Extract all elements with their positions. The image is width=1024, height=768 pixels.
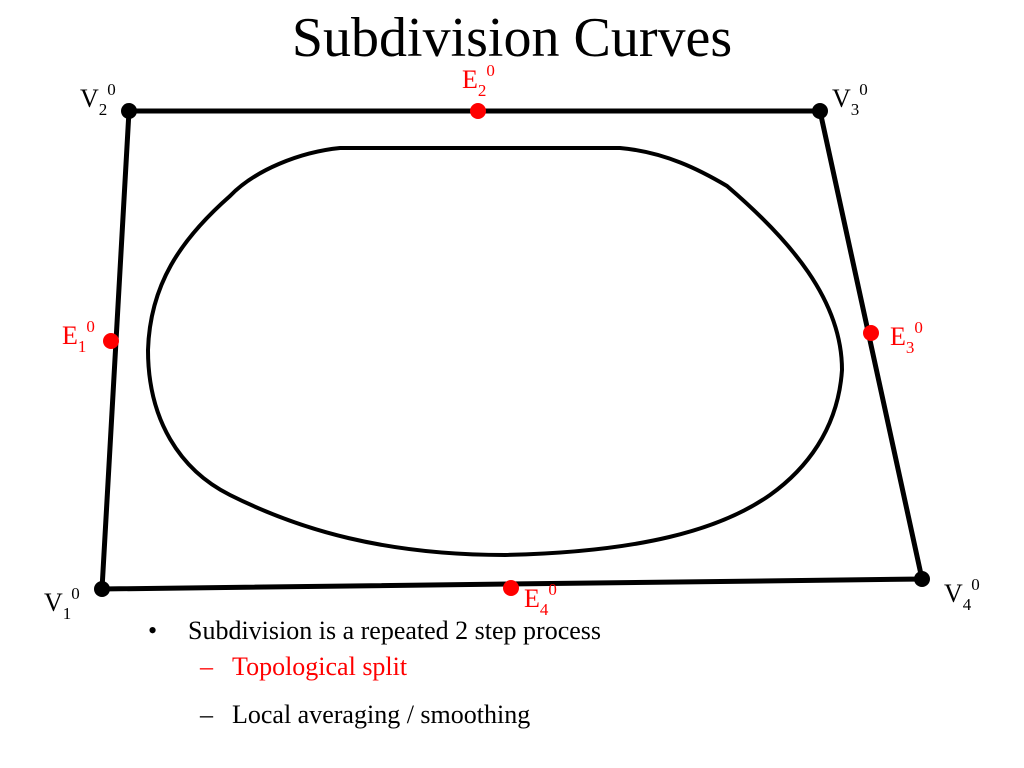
- bullet-item: • Subdivision is a repeated 2 step proce…: [148, 616, 601, 652]
- sub-bullet-marker: –: [200, 700, 213, 729]
- vertex-v3-label: V30: [832, 80, 868, 119]
- bullet-marker: •: [148, 616, 158, 645]
- vertex-v4-label: V40: [944, 575, 980, 614]
- edge-point-e3-label: E30: [890, 318, 923, 357]
- edge-point-e4-dot: [503, 580, 519, 596]
- vertex-v3-dot: [812, 103, 828, 119]
- bullet-text: Subdivision is a repeated 2 step process: [188, 616, 602, 645]
- subdivision-curve: [145, 146, 845, 558]
- sub-bullet-item: – Local averaging / smoothing: [148, 700, 601, 748]
- sub-bullet-item: – Topological split: [148, 652, 601, 700]
- edge-point-e2-dot: [470, 103, 486, 119]
- edge-point-e4-label: E40: [524, 580, 557, 619]
- edge-point-e3-dot: [863, 325, 879, 341]
- vertex-v2-label: V20: [80, 80, 116, 119]
- control-polygon: [99, 108, 926, 592]
- bullet-list: • Subdivision is a repeated 2 step proce…: [148, 616, 601, 748]
- vertex-v1-dot: [94, 581, 110, 597]
- sub-bullet-text: Topological split: [232, 652, 408, 681]
- sub-bullet-text: Local averaging / smoothing: [232, 700, 531, 729]
- vertex-v1-label: V10: [44, 584, 80, 623]
- edge-point-e1-label: E10: [62, 317, 95, 356]
- edge-point-e2-label: E20: [462, 61, 495, 100]
- vertex-v4-dot: [914, 571, 930, 587]
- sub-bullet-marker: –: [200, 652, 213, 681]
- slide-title: Subdivision Curves: [291, 7, 733, 69]
- edge-point-e1-dot: [103, 333, 119, 349]
- vertex-v2-dot: [121, 103, 137, 119]
